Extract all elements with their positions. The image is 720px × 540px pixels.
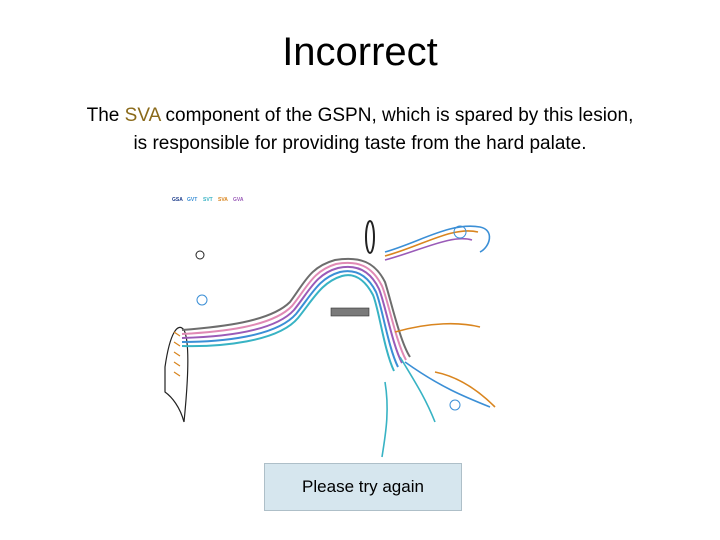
explanation-text: The SVA component of the GSPN, which is … bbox=[40, 102, 680, 158]
brainstem-outline bbox=[164, 326, 189, 423]
highlight-bar bbox=[330, 307, 370, 317]
pterygopalatine-ganglion bbox=[453, 225, 467, 239]
lower-branches bbox=[381, 322, 496, 458]
ganglion-circle bbox=[196, 294, 208, 306]
explanation-prefix: The bbox=[86, 105, 125, 126]
try-again-button[interactable]: Please try again bbox=[264, 463, 462, 511]
explanation-line-2: is responsible for providing taste from … bbox=[133, 133, 587, 154]
lesion-marker bbox=[365, 220, 375, 254]
explanation-line-1-rest: component of the GSPN, which is spared b… bbox=[160, 105, 634, 126]
legend-svt: SVT bbox=[203, 197, 213, 203]
facial-nerve-diagram: GSA GVT SVT SVA GVA bbox=[164, 197, 496, 458]
legend-gvt: GVT bbox=[187, 197, 197, 203]
legend-sva: SVA bbox=[218, 197, 228, 203]
explanation-line-1: The SVA component of the GSPN, which is … bbox=[40, 102, 680, 130]
slide-title: Incorrect bbox=[282, 30, 438, 74]
sva-highlight: SVA bbox=[124, 105, 161, 126]
nuclei-marks bbox=[173, 331, 181, 377]
nerve-bundle bbox=[181, 257, 411, 372]
submandibular-ganglion bbox=[449, 399, 461, 411]
ganglion-circle bbox=[195, 250, 205, 260]
diagram-legend: GSA GVT SVT SVA GVA bbox=[172, 197, 244, 203]
gspn-branch bbox=[384, 225, 491, 261]
legend-gva: GVA bbox=[233, 197, 244, 203]
legend-gsa: GSA bbox=[172, 197, 183, 203]
